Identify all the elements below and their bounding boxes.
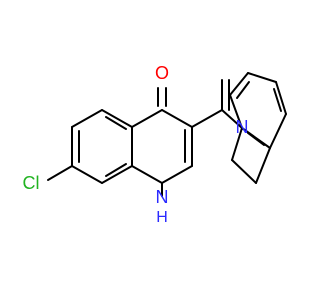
bond bbox=[71, 109, 103, 128]
bond bbox=[105, 163, 127, 177]
bond bbox=[191, 109, 223, 128]
bond bbox=[161, 109, 193, 128]
bond bbox=[131, 165, 163, 184]
atom-layer: Cl O N N H bbox=[23, 63, 249, 226]
molecule-structure: Cl O N N H bbox=[23, 63, 287, 226]
bond bbox=[236, 81, 250, 99]
bond bbox=[229, 94, 243, 129]
hydrogen-atom-label: H bbox=[156, 209, 168, 226]
chlorine-atom-label: Cl bbox=[23, 173, 40, 193]
quinolinone-nitrogen-atom-label: N bbox=[156, 187, 169, 207]
bond bbox=[105, 116, 127, 130]
bond bbox=[71, 165, 103, 184]
bond bbox=[47, 165, 73, 181]
bond bbox=[101, 109, 133, 128]
bond bbox=[221, 109, 243, 129]
oxygen-atom-label: O bbox=[155, 63, 169, 83]
bond bbox=[273, 88, 282, 112]
bond bbox=[231, 127, 243, 161]
bond bbox=[229, 72, 249, 96]
bond bbox=[255, 147, 271, 184]
bond bbox=[231, 159, 257, 184]
bond bbox=[269, 113, 287, 149]
molecule-canvas: Cl O N N H bbox=[22, 62, 287, 227]
bond bbox=[161, 165, 193, 184]
indoline-nitrogen-atom-label: N bbox=[236, 117, 249, 137]
bond bbox=[275, 81, 287, 115]
bond bbox=[247, 72, 277, 83]
bond bbox=[247, 132, 265, 146]
bond-layer bbox=[47, 72, 287, 197]
bond bbox=[131, 109, 163, 128]
bond bbox=[101, 165, 133, 184]
